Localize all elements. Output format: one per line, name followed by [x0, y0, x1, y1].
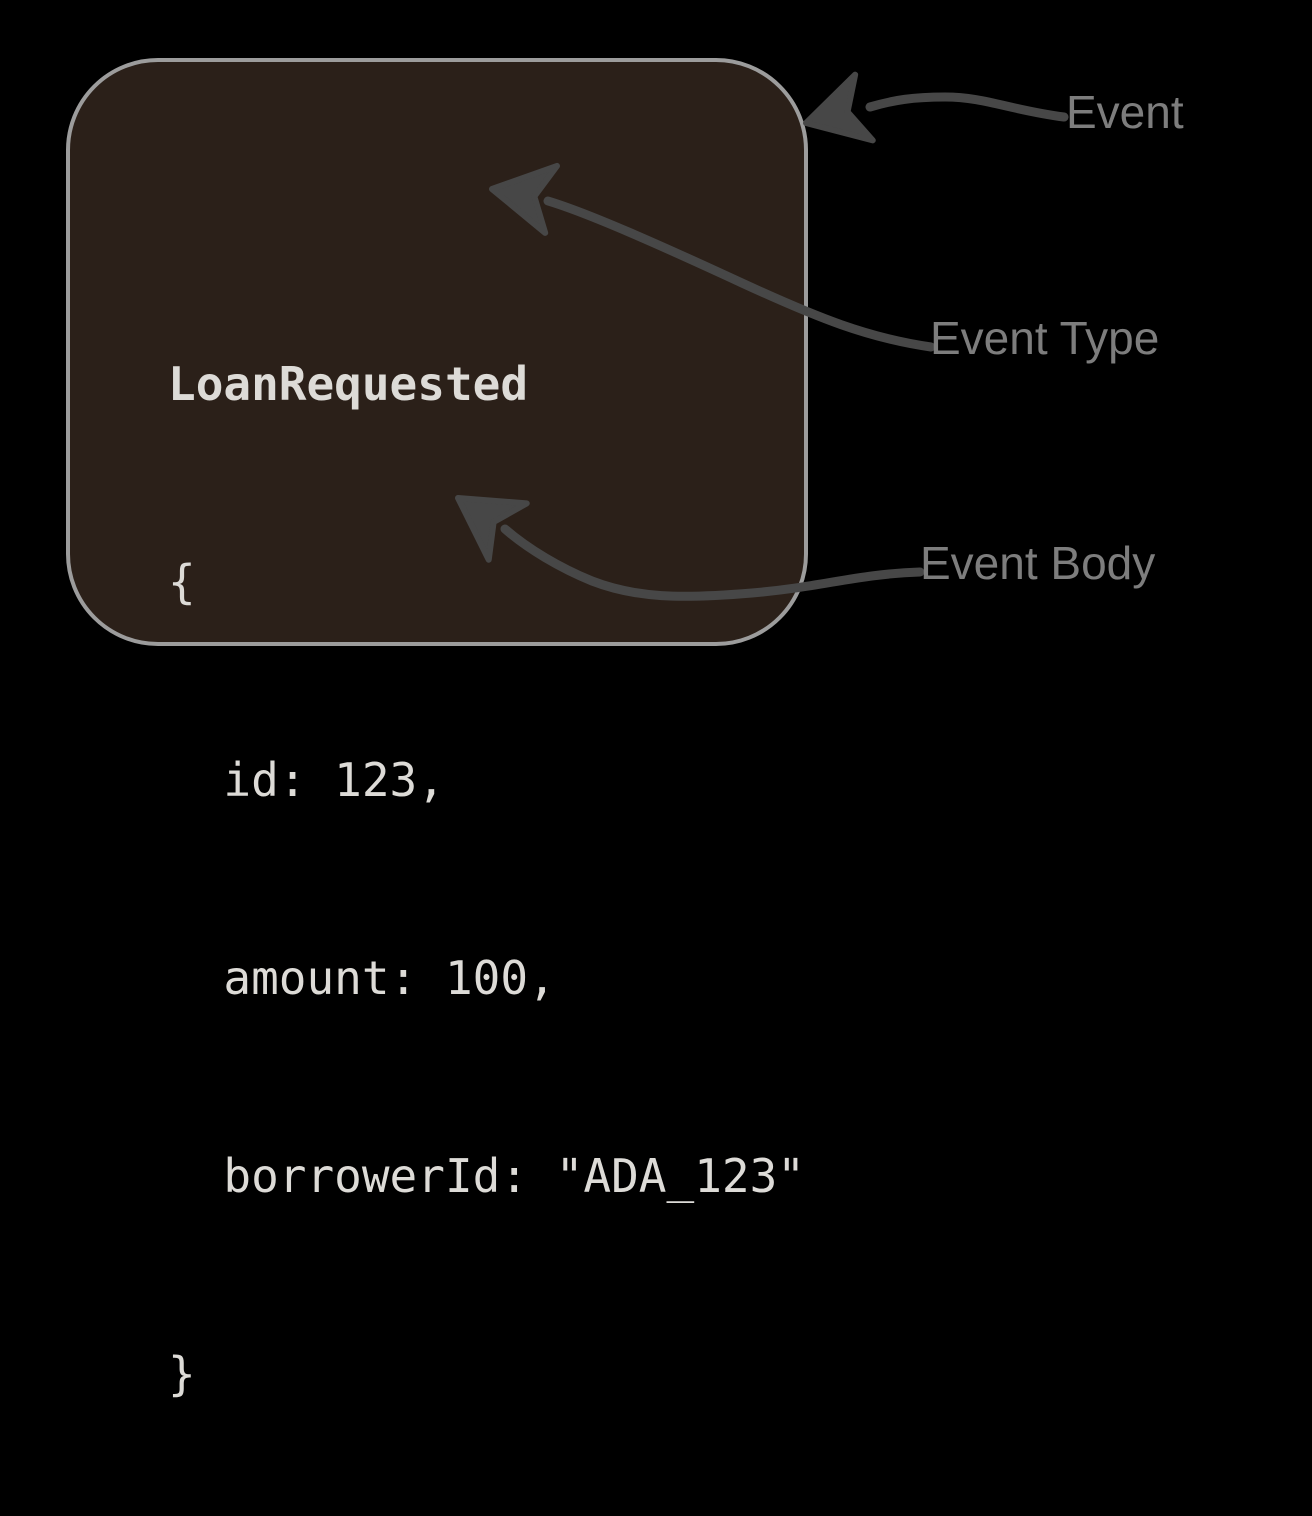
annotation-arrows	[455, 71, 1069, 601]
event-type-arrowhead-icon	[489, 162, 560, 236]
code-line: {	[168, 555, 196, 609]
event-type-line: LoanRequested	[168, 357, 529, 411]
event-arrow	[803, 71, 1069, 144]
code-line: amount: 100,	[168, 951, 556, 1005]
event-body-label: Event Body	[920, 537, 1156, 589]
event-arrow-line	[865, 92, 1069, 122]
event-label: Event	[1066, 86, 1184, 138]
event-type-arrow	[489, 162, 936, 352]
event-type-arrow-line	[543, 196, 936, 352]
event-arrowhead-icon	[803, 71, 876, 144]
event-type-label: Event Type	[930, 312, 1160, 364]
code-line: borrowerId: "ADA_123"	[168, 1149, 805, 1203]
code-line: }	[168, 1347, 196, 1401]
event-body-arrowhead-icon	[455, 495, 530, 563]
event-body-arrow	[455, 495, 925, 601]
event-body-arrow-line	[500, 524, 925, 601]
